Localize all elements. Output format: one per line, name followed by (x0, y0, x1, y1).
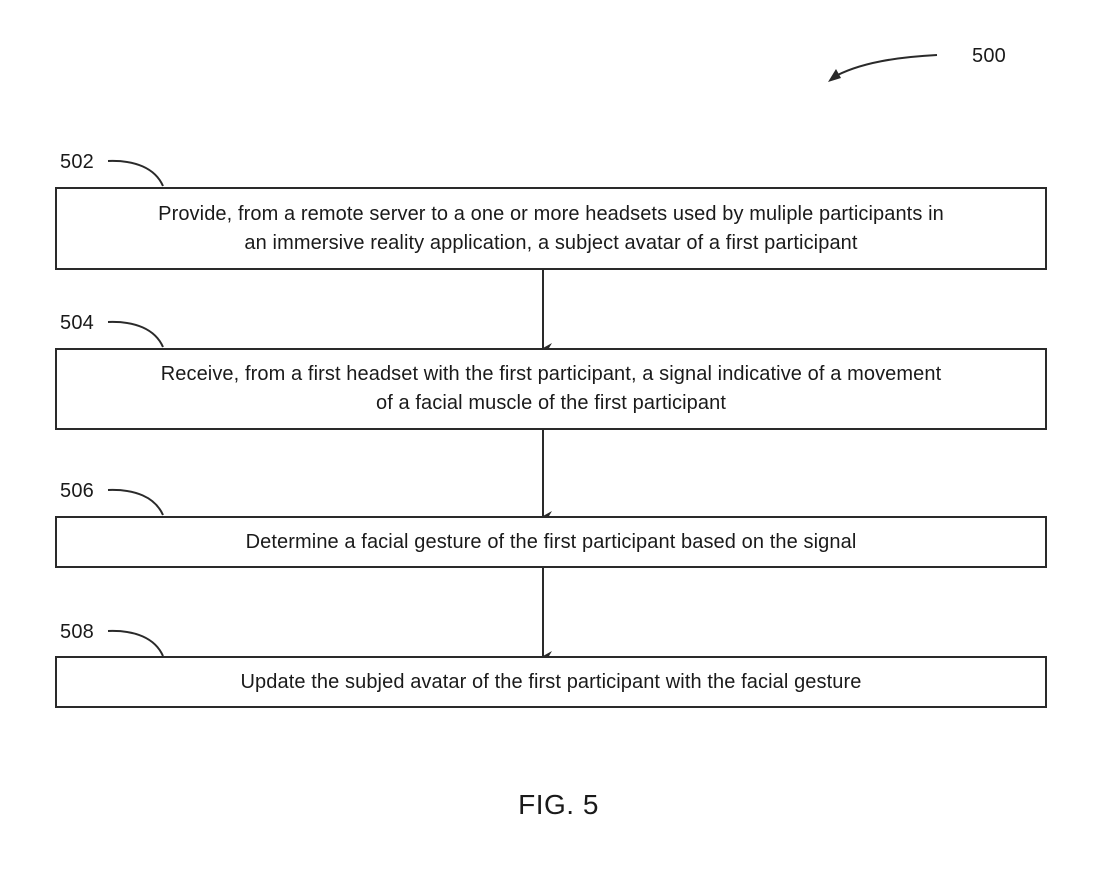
step-text-line: Provide, from a remote server to a one o… (158, 202, 944, 225)
step-ref-leader-504 (107, 320, 164, 348)
figure-reference-number: 500 (972, 45, 1006, 67)
step-text-line: an immersive reality application, a subj… (244, 231, 858, 254)
figure-ref-leader-arrowhead (828, 69, 841, 82)
step-text-line: Receive, from a first headset with the f… (160, 363, 942, 385)
figure-ref-leader-arrow (831, 54, 938, 79)
step-ref-number-502: 502 (60, 151, 94, 173)
step-box-determine-gesture: Determine a facial gesture of the first … (55, 516, 1047, 568)
step-ref-leader-506 (107, 488, 164, 516)
step-ref-number-506: 506 (60, 480, 94, 502)
step-text-line: Determine a facial gesture of the first … (245, 530, 857, 553)
step-ref-number-508: 508 (60, 621, 94, 643)
figure-caption: FIG. 5 (518, 789, 599, 820)
step-box-provide-avatar: Provide, from a remote server to a one o… (55, 187, 1047, 270)
step-ref-number-504: 504 (60, 312, 94, 334)
step-ref-leader-502 (107, 159, 164, 187)
step-text-line: of a facial muscle of the first particip… (375, 392, 726, 414)
step-text-line: Update the subjed avatar of the first pa… (240, 670, 862, 693)
step-box-receive-signal: Receive, from a first headset with the f… (55, 348, 1047, 430)
step-box-update-avatar: Update the subjed avatar of the first pa… (55, 656, 1047, 708)
step-ref-leader-508 (107, 629, 164, 657)
